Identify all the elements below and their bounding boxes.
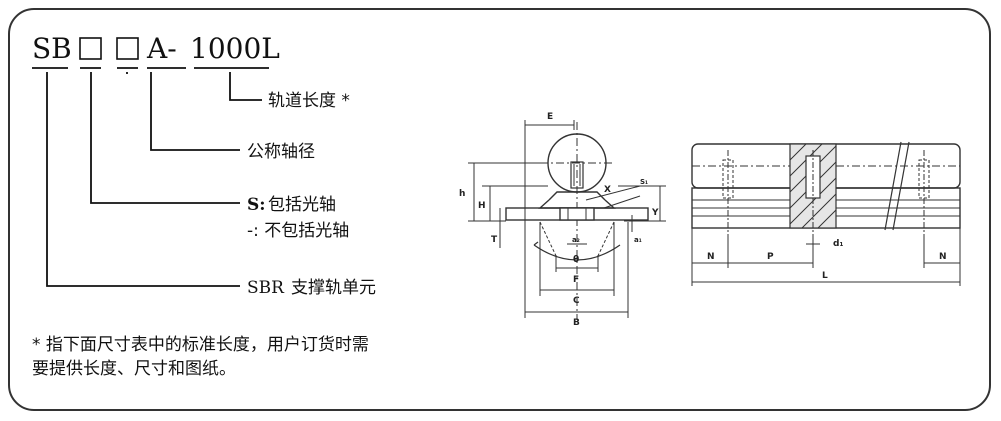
code-box-2	[116, 37, 139, 60]
cross-section-labels: E h H X S₁ Y T a₂ θ a₁ F C B	[459, 112, 659, 328]
label-N-left: N	[707, 252, 715, 262]
label-shaft-diameter: 公称轴径	[247, 142, 315, 162]
footnote-line-2: 要提供长度、尺寸和图纸。	[32, 359, 236, 379]
label-rail-length: 轨道长度 *	[268, 91, 350, 111]
code-box-1	[79, 37, 102, 60]
label-s-option: 包括光轴	[268, 195, 336, 215]
label-theta: θ	[573, 255, 579, 265]
label-X: X	[604, 185, 611, 195]
footnote-line-1: * 指下面尺寸表中的标准长度，用户订货时需	[32, 335, 369, 355]
code-prefix: SB	[32, 32, 72, 65]
label-dash-option: -: 不包括光轴	[247, 221, 349, 241]
label-a2: a₂	[572, 236, 580, 244]
label-a1: a₁	[634, 236, 642, 244]
label-E: E	[547, 112, 553, 122]
label-F: F	[573, 275, 579, 285]
side-view-labels: N P d₁ N L	[707, 239, 947, 281]
leader-sbr	[46, 72, 240, 287]
label-B: B	[573, 318, 580, 328]
leader-rail-length	[229, 72, 262, 101]
label-s-key: S:	[247, 195, 266, 215]
side-view-drawing	[691, 141, 961, 286]
cross-section-drawing	[468, 120, 666, 320]
diagram-frame	[8, 8, 991, 411]
label-sbr-key: SBR	[247, 278, 285, 298]
label-P: P	[767, 252, 774, 262]
footnote: * 指下面尺寸表中的标准长度，用户订货时需 要提供长度、尺寸和图纸。	[32, 333, 452, 381]
label-H: H	[478, 201, 486, 211]
label-N-right: N	[939, 252, 947, 262]
label-T: T	[491, 235, 498, 245]
label-L: L	[822, 271, 828, 281]
label-sbr: 支撑轨单元	[291, 278, 376, 298]
label-C: C	[573, 296, 580, 306]
code-suffix: A-	[146, 32, 177, 65]
leader-s-option	[90, 72, 240, 204]
leader-shaft	[150, 72, 240, 151]
label-Y: Y	[651, 208, 659, 218]
leader-lines	[32, 67, 269, 287]
label-S1: S₁	[640, 178, 648, 186]
label-h: h	[459, 189, 465, 199]
label-d1: d₁	[833, 239, 843, 249]
code-length: 1000L	[190, 32, 280, 65]
